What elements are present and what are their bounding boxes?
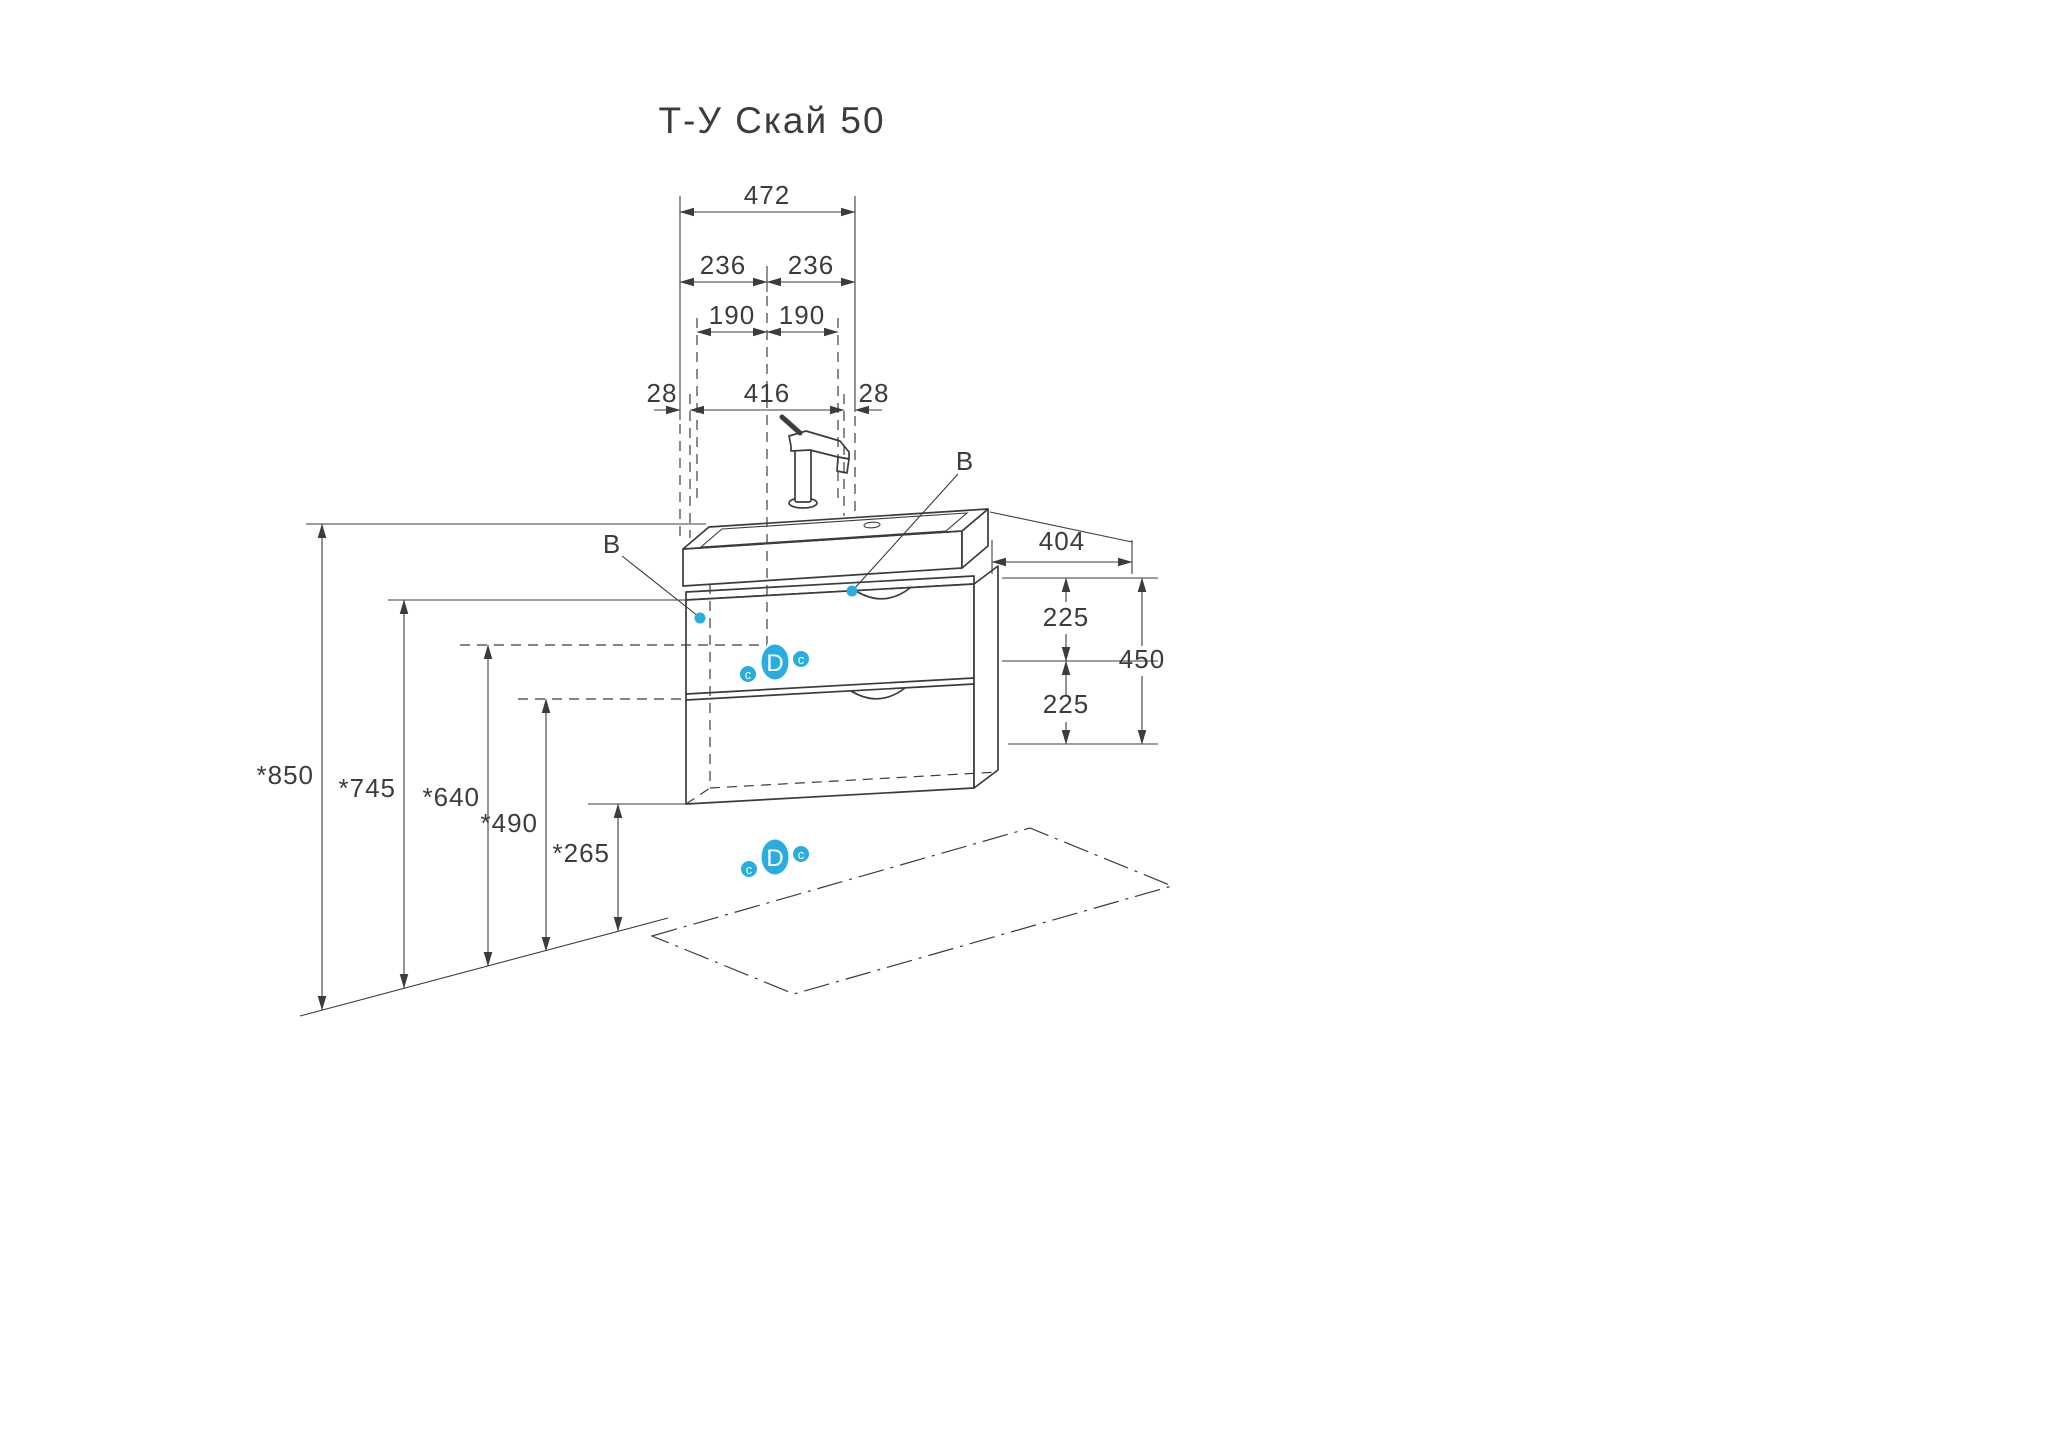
dim-height-cabinet-bottom: *265 — [553, 838, 611, 868]
c-label: c — [746, 862, 753, 877]
overflow-hole — [863, 521, 881, 529]
dim-height-drawer-split: *490 — [481, 808, 539, 838]
dim-edge-right: 28 — [859, 378, 890, 408]
cabinet-hidden-back-bottom-edge — [709, 771, 999, 789]
d-icon — [761, 644, 789, 680]
callout-d-lower: c c D — [741, 839, 809, 877]
faucet — [779, 414, 850, 509]
washbasin — [682, 508, 989, 587]
cabinet-front-face — [685, 583, 975, 805]
dim-half-left: 236 — [700, 250, 746, 280]
left-dimensions: *850 *745 *640 *490 *265 — [257, 523, 767, 1017]
page-title: Т-У Скай 50 — [658, 100, 885, 141]
dim-height-basin-bottom: *640 — [423, 782, 481, 812]
dim-lower-section: 225 — [1043, 689, 1089, 719]
dim-height-sink-top: *850 — [257, 760, 315, 790]
right-dimensions: 404 225 225 450 — [989, 511, 1165, 745]
callouts: B B c c D c c D — [603, 446, 974, 877]
callout-b-left-dot — [694, 612, 706, 624]
faucet-column — [794, 443, 812, 503]
basin-rim-inner — [699, 512, 969, 548]
dim-offset-left: 190 — [709, 300, 755, 330]
dim-edge-left: 28 — [647, 378, 678, 408]
drawer-handle-bottom — [850, 687, 906, 700]
floor-plane — [650, 827, 1174, 995]
drawer-divider-lower — [685, 683, 975, 701]
dim-cabinet-height: 450 — [1119, 644, 1165, 674]
c-label: c — [798, 652, 805, 667]
d-label: D — [766, 650, 783, 677]
c-icon — [793, 846, 809, 862]
d-label: D — [766, 845, 783, 872]
ground-reference-line — [299, 917, 669, 1017]
cabinet-hidden-bottom-left-edge — [685, 787, 711, 805]
callout-b-right-dot — [846, 585, 858, 597]
faucet-spout-tip — [836, 456, 850, 474]
c-label: c — [798, 847, 805, 862]
callout-d-upper: c c D — [740, 644, 809, 682]
dim-depth: 404 — [1039, 526, 1085, 556]
dim-offset-right: 190 — [779, 300, 825, 330]
c-icon — [741, 861, 757, 877]
top-dimensions: 472 236 236 190 190 28 416 28 — [647, 180, 890, 644]
drawer-handle-top — [855, 587, 911, 600]
basin-rim-outer — [682, 508, 989, 550]
drawer-divider-upper — [685, 677, 975, 695]
callout-b-left-label: B — [603, 529, 621, 559]
c-label: c — [745, 667, 752, 682]
vanity-cabinet — [685, 565, 999, 805]
dim-half-right: 236 — [788, 250, 834, 280]
callout-b-right-label: B — [956, 446, 974, 476]
callout-b-left-leader — [621, 555, 699, 617]
c-icon — [793, 651, 809, 667]
callout-b-right-leader — [853, 473, 959, 590]
faucet-lever — [779, 414, 803, 436]
dim-height-cabinet-top: *745 — [339, 773, 397, 803]
c-icon — [740, 666, 756, 682]
cabinet-side-face — [973, 565, 999, 789]
d-icon — [761, 839, 789, 875]
dim-upper-section: 225 — [1043, 602, 1089, 632]
dim-width-total: 472 — [744, 180, 790, 210]
